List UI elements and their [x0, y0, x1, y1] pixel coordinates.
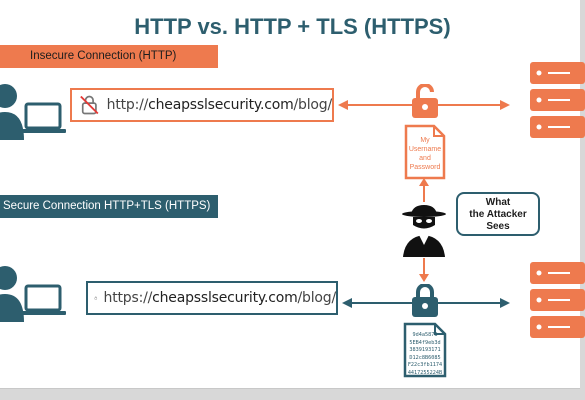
url-prefix: http://: [106, 97, 149, 113]
callout-line: Sees: [486, 221, 510, 232]
attacker-view-arrows: [419, 178, 429, 282]
cipher-line: 4417255224B: [407, 369, 443, 376]
unlocked-padlock-icon: [412, 84, 438, 118]
insecure-url-bar[interactable]: http://cheapsslsecurity.com/blog/: [70, 88, 334, 122]
locked-padlock-icon: [412, 284, 438, 317]
cipher-line: D12c8B6085: [409, 354, 441, 361]
broken-lock-icon: [80, 95, 99, 115]
insecure-url-text: http://cheapsslsecurity.com/blog/: [106, 97, 333, 113]
url-prefix: https://: [103, 290, 153, 306]
cipher-line: 5EB4f9eb3d: [409, 339, 441, 346]
server-rack-icon: [530, 262, 585, 338]
callout-line: What: [485, 197, 511, 208]
doc-line: Username: [408, 146, 442, 153]
insecure-banner: Insecure Connection (HTTP): [0, 45, 218, 68]
secure-url-bar[interactable]: https://cheapsslsecurity.com/blog/: [86, 281, 338, 315]
lock-icon: [94, 296, 97, 300]
user-laptop-https: [0, 266, 66, 322]
user-laptop-http: [0, 84, 66, 140]
laptop-icon: [20, 102, 66, 133]
url-domain: cheapsslsecurity.com: [148, 97, 294, 113]
document-icon: [404, 124, 446, 180]
user-icon: [0, 266, 24, 322]
callout-line: the Attacker: [469, 209, 527, 220]
user-icon: [0, 84, 24, 140]
plaintext-document-text: My Username and Password: [405, 136, 445, 172]
hacker-icon: [402, 205, 446, 257]
server-rack-icon: [530, 62, 585, 138]
laptop-icon: [20, 284, 66, 315]
ciphertext-document-text: 9d4a5878 5EB4f9eb3d 3839193171 D12c8B608…: [405, 332, 445, 378]
cipher-line: 9d4a5878: [412, 332, 438, 338]
doc-line: My: [420, 137, 430, 144]
doc-line: Password: [409, 164, 441, 171]
secure-url-text: https://cheapsslsecurity.com/blog/: [103, 290, 337, 306]
url-path: /blog/: [293, 97, 333, 113]
url-domain: cheapsslsecurity.com: [152, 290, 298, 306]
cipher-line: 3839193171: [409, 347, 441, 354]
attacker-callout: What the Attacker Sees: [456, 192, 540, 236]
doc-line: and: [419, 155, 431, 162]
secure-banner: Secure Connection HTTP+TLS (HTTPS): [0, 195, 218, 218]
cipher-line: F22c3fb1174: [407, 362, 443, 369]
url-path: /blog/: [297, 290, 337, 306]
document-icon: [403, 322, 447, 378]
diagram-title: HTTP vs. HTTP + TLS (HTTPS): [134, 14, 451, 39]
